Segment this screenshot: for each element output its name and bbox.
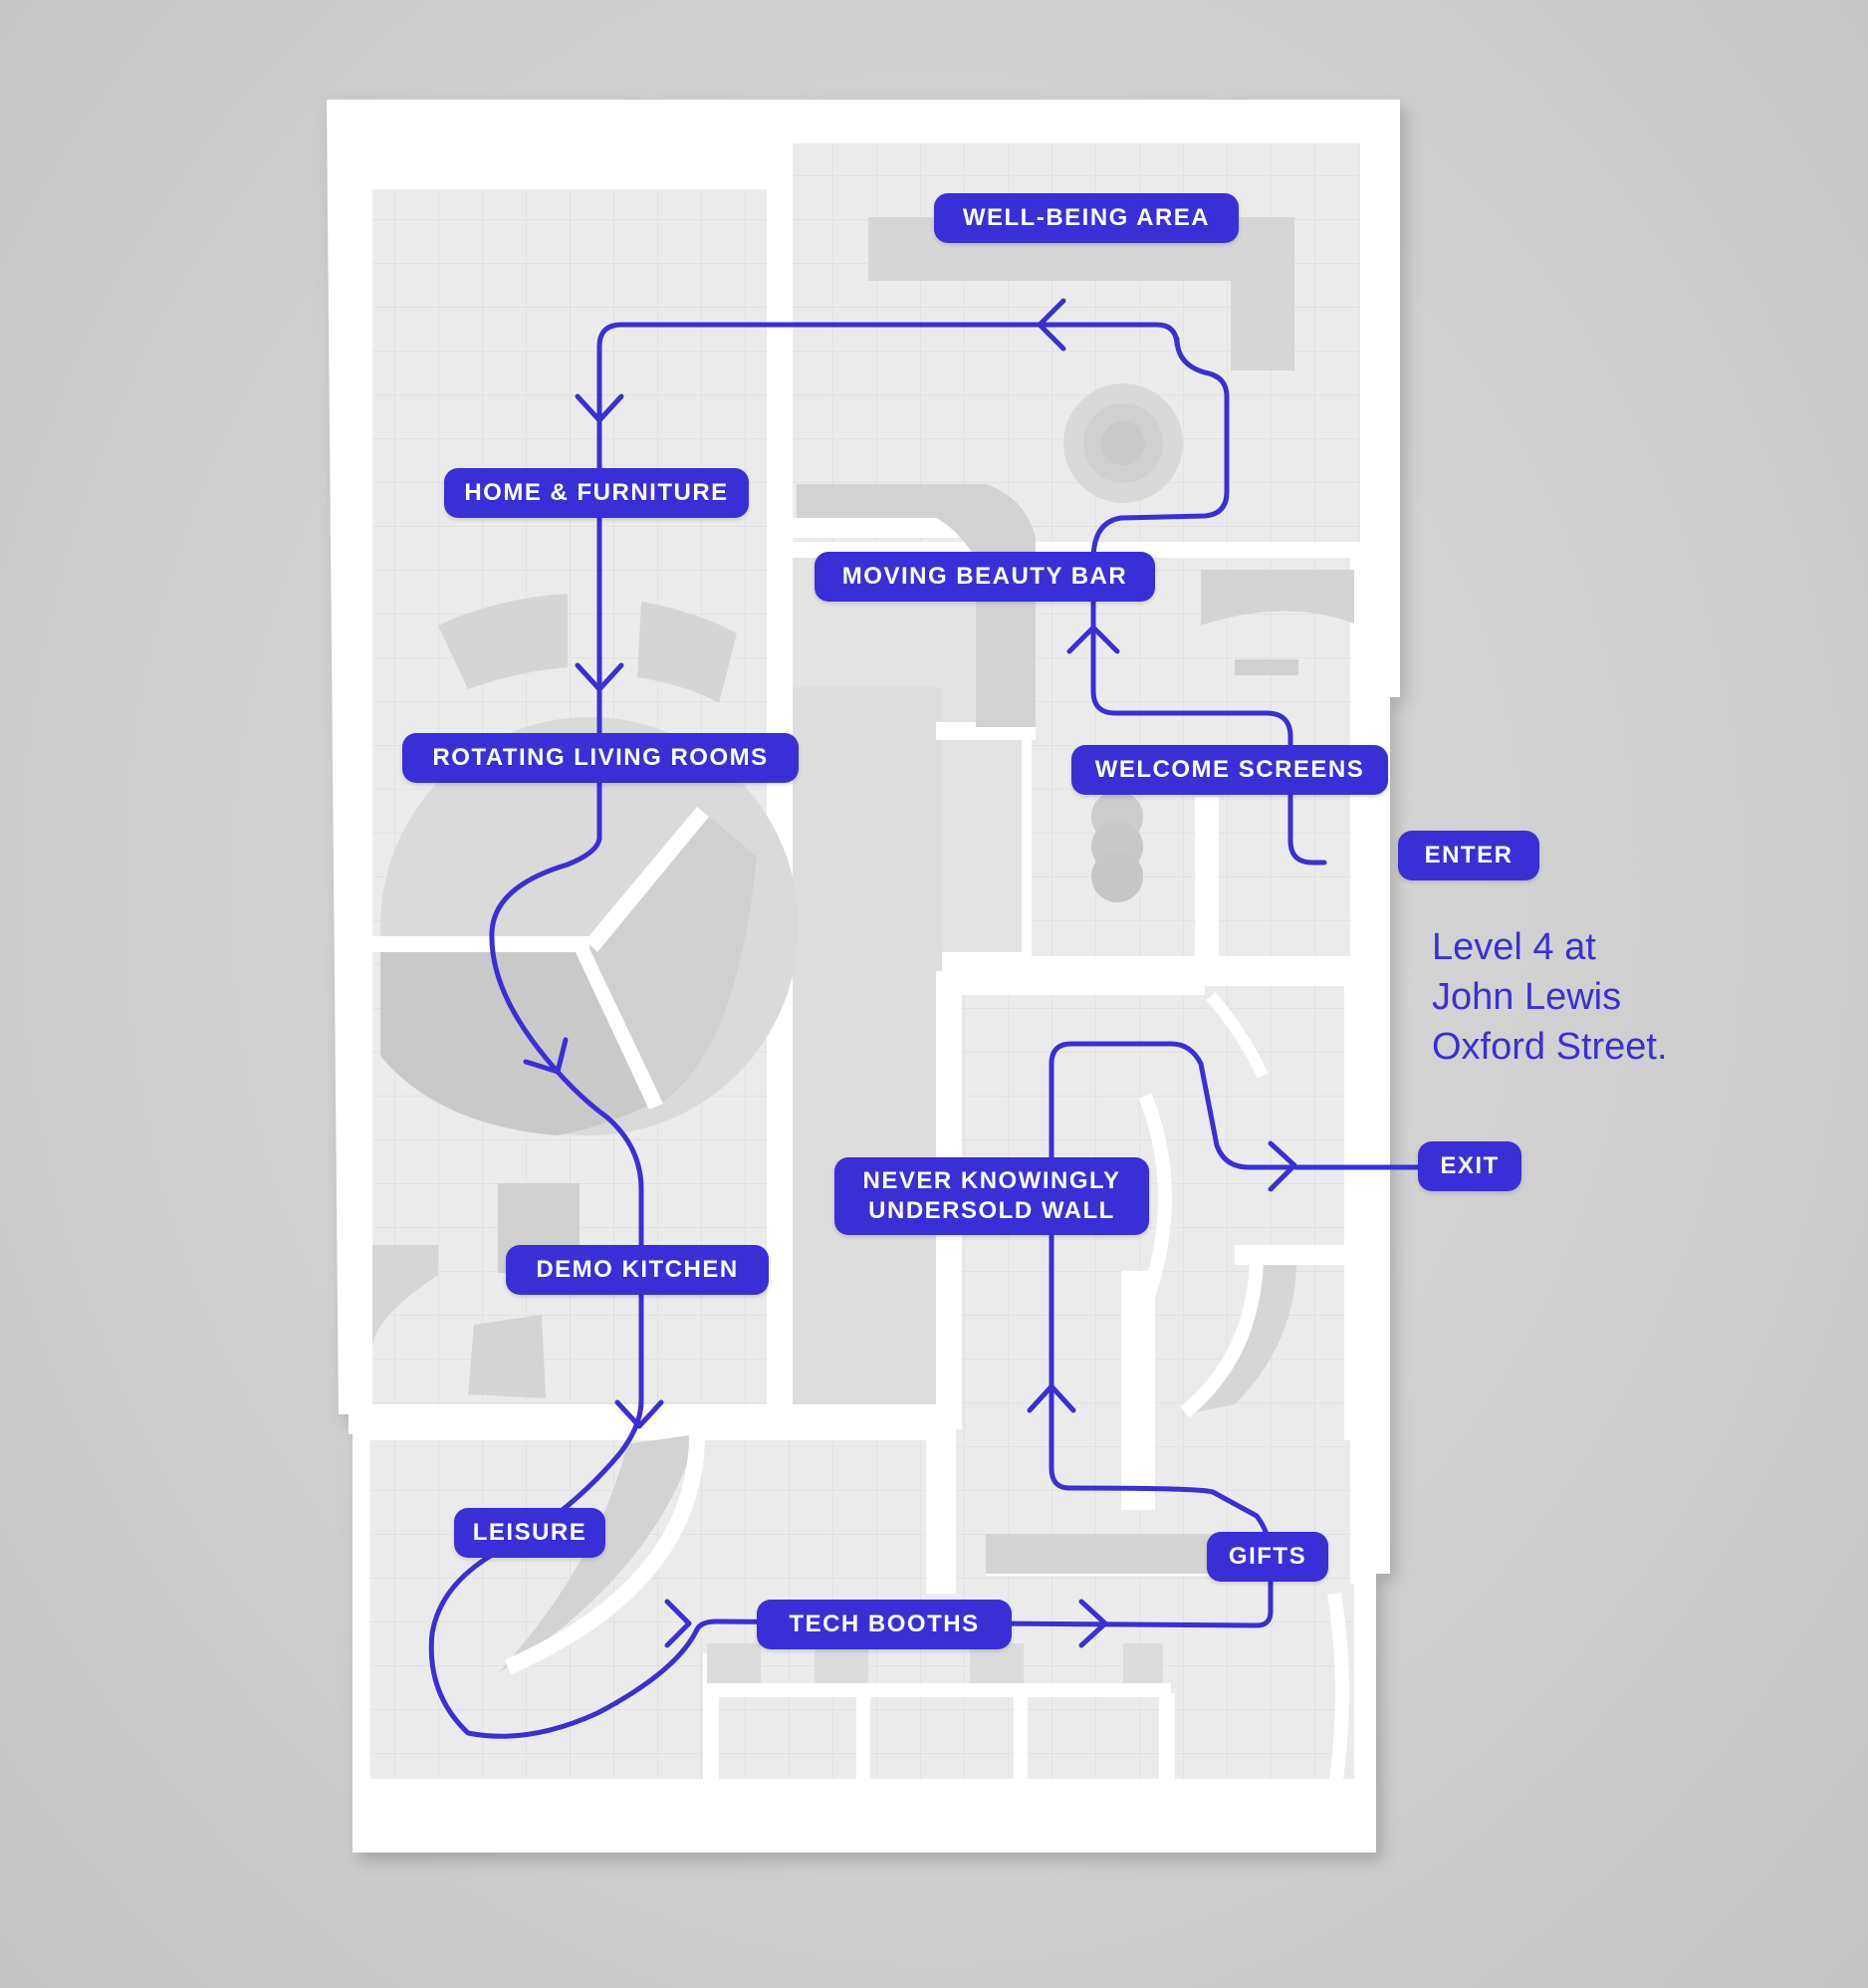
- label-leisure: LEISURE: [454, 1508, 605, 1558]
- arrow-beauty: [1066, 624, 1120, 654]
- arrow-home-2: [575, 662, 624, 692]
- label-enter: ENTER: [1398, 831, 1539, 880]
- label-never-knowingly-undersold-wall: NEVER KNOWINGLY UNDERSOLD WALL: [834, 1157, 1149, 1235]
- label-welcome-screens: WELCOME SCREENS: [1071, 745, 1388, 795]
- caption-line-1: Level 4 at: [1432, 926, 1596, 968]
- arrow-well-being: [1037, 298, 1066, 352]
- store-caption: Level 4 at John Lewis Oxford Street.: [1432, 922, 1668, 1072]
- label-gifts: GIFTS: [1207, 1532, 1328, 1582]
- interior-walls: [349, 120, 1384, 1833]
- label-home-furniture: HOME & FURNITURE: [444, 468, 749, 518]
- arrow-tech-2: [1078, 1599, 1108, 1648]
- caption-line-2: John Lewis: [1432, 976, 1622, 1018]
- arrow-home-1: [575, 393, 624, 423]
- label-tech-booths: TECH BOOTHS: [757, 1600, 1012, 1649]
- arrow-kitchen: [614, 1399, 664, 1429]
- arrow-exit: [1268, 1140, 1297, 1192]
- label-well-being-area: WELL-BEING AREA: [934, 193, 1239, 243]
- arrow-living: [523, 1037, 569, 1075]
- caption-line-3: Oxford Street.: [1432, 1026, 1668, 1068]
- arrow-tech-1: [664, 1599, 692, 1648]
- route-arrows: [523, 298, 1297, 1648]
- label-rotating-living-rooms: ROTATING LIVING ROOMS: [402, 733, 799, 783]
- arrow-gifts: [1027, 1383, 1076, 1413]
- label-demo-kitchen: DEMO KITCHEN: [506, 1245, 769, 1295]
- label-moving-beauty-bar: MOVING BEAUTY BAR: [815, 552, 1155, 602]
- label-exit: EXIT: [1418, 1141, 1521, 1191]
